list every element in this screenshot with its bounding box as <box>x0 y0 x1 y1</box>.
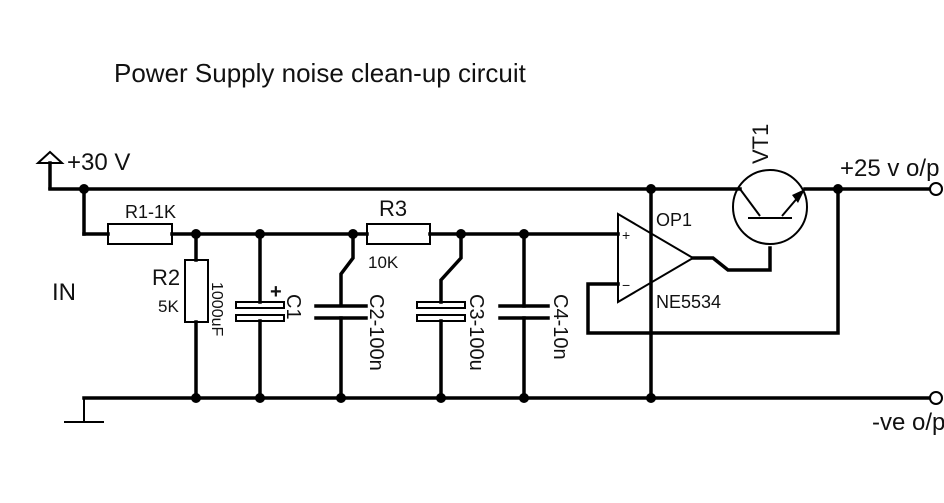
junction-dot <box>436 393 446 403</box>
junction-dot <box>255 393 265 403</box>
supply-label: +30 V <box>67 149 130 176</box>
resistor-r3-label: R3 <box>379 196 407 221</box>
resistor-r3 <box>366 223 431 245</box>
junction-dot <box>456 229 466 239</box>
capacitor-c1-value: 1000uF <box>208 282 225 336</box>
input-label: IN <box>52 279 76 306</box>
junction-dot <box>79 184 89 194</box>
opamp-plus-sign: + <box>622 227 630 243</box>
capacitor-c4-label: C4-10n <box>549 294 571 360</box>
output-positive-terminal <box>929 182 943 196</box>
c2-top-wire <box>339 232 355 306</box>
junction-dot <box>646 393 656 403</box>
diagram-title: Power Supply noise clean-up circuit <box>114 58 527 88</box>
junction-dot <box>191 229 201 239</box>
ground-symbol <box>64 398 104 423</box>
junction-dot <box>646 184 656 194</box>
supply-arrow-symbol <box>35 150 65 190</box>
transistor-vt1 <box>732 169 808 245</box>
capacitor-c3-label: C3-100u <box>465 294 487 371</box>
resistor-r2 <box>184 259 209 323</box>
capacitor-c1-plate-positive <box>235 301 285 309</box>
resistor-r1 <box>107 223 173 245</box>
c3-top-wire <box>439 232 463 304</box>
junction-dot <box>336 393 346 403</box>
junction-dot <box>519 393 529 403</box>
capacitor-c2-label: C2-100n <box>365 294 387 371</box>
capacitor-c1-polarity: + <box>270 281 282 303</box>
opamp-output-wire <box>691 246 772 272</box>
junction-dot <box>255 229 265 239</box>
output-negative-terminal <box>929 391 943 405</box>
opamp-label: OP1 <box>656 210 692 230</box>
output-negative-label: -ve o/p <box>872 409 944 436</box>
resistor-r2-label: R2 <box>152 265 180 290</box>
junction-dot <box>833 184 843 194</box>
opamp-part-label: NE5534 <box>656 292 721 312</box>
capacitor-c3-plate-top <box>416 301 466 309</box>
junction-dot <box>519 229 529 239</box>
resistor-r2-value: 5K <box>158 297 179 316</box>
capacitor-c1-label: C1 <box>282 294 304 320</box>
opamp-op1 <box>617 212 695 304</box>
feedback-wire <box>586 187 840 335</box>
junction-dot <box>348 229 358 239</box>
resistor-r1-label: R1-1K <box>125 202 176 222</box>
output-positive-label: +25 v o/p <box>840 155 939 182</box>
transistor-label: VT1 <box>748 124 773 164</box>
resistor-r3-value: 10K <box>368 253 399 272</box>
opamp-minus-sign: − <box>622 277 630 293</box>
junction-dot <box>191 393 201 403</box>
